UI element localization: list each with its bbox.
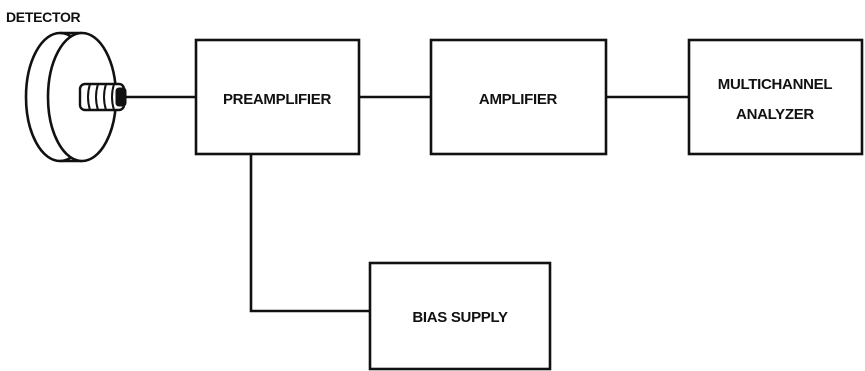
analyzer-label-line1: MULTICHANNEL xyxy=(718,76,833,93)
detector-label: DETECTOR xyxy=(6,9,81,25)
analyzer-label-line2: ANALYZER xyxy=(736,106,814,123)
preamplifier-label: PREAMPLIFIER xyxy=(223,91,332,108)
amplifier-label: AMPLIFIER xyxy=(479,91,558,108)
wire-preamplifier-to-bias-supply xyxy=(249,154,370,313)
bias-supply-block: BIAS SUPPLY xyxy=(368,261,552,371)
preamplifier-block: PREAMPLIFIER xyxy=(194,38,361,156)
bias-supply-label: BIAS SUPPLY xyxy=(412,309,508,326)
amplifier-block: AMPLIFIER xyxy=(429,38,608,156)
detector-icon xyxy=(24,31,127,163)
multichannel-analyzer-block: MULTICHANNEL ANALYZER xyxy=(687,38,864,156)
